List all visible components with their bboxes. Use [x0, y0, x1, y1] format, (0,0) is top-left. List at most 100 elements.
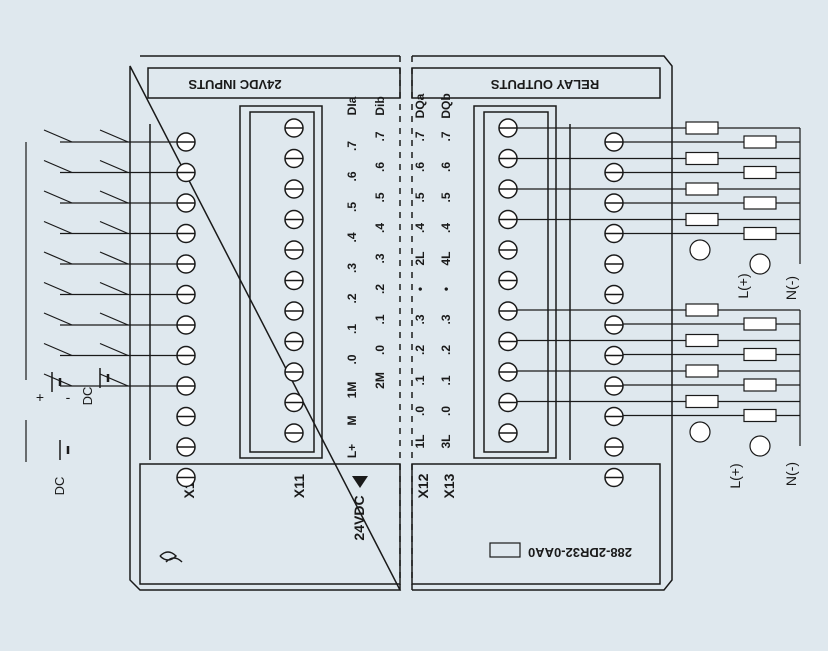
switch-contact-2 [43, 190, 73, 204]
module-housing [129, 55, 673, 591]
load-b-2 [743, 196, 777, 210]
x13-row-label-4: .4 [439, 223, 453, 233]
arrow-icon [352, 476, 368, 488]
terminal-label-x13: X13 [441, 473, 457, 498]
x10-row-label-4: .4 [373, 223, 387, 233]
x13-row-label-2: .6 [439, 162, 453, 172]
x12-row-label-9: .1 [413, 375, 427, 385]
terminal-label-x11: X11 [291, 474, 307, 498]
ac-source-upper-b [749, 253, 771, 275]
switch-contact-b-2 [99, 190, 129, 204]
switch-contact-8 [43, 373, 73, 387]
minus-sign: - [66, 389, 71, 405]
terminal-label-x12: X12 [415, 473, 431, 498]
load-c-3 [685, 394, 719, 409]
plus-sign: + [36, 389, 44, 405]
x10-row-label-9: 2M [373, 372, 387, 389]
load-a-1 [685, 151, 719, 166]
switch-contact-4 [43, 251, 73, 265]
n-minus-lower: N(-) [783, 462, 799, 486]
switch-contact-b-8 [99, 373, 129, 387]
switch-contact-b-5 [99, 281, 129, 296]
switch-contact-3 [43, 220, 73, 235]
x11-row-label-0: .7 [345, 141, 359, 151]
x11-row-label-5: .2 [345, 293, 359, 303]
x11-row-label-2: .5 [345, 202, 359, 212]
load-c-1 [685, 333, 719, 348]
x13-row-label-6: • [439, 287, 453, 291]
switch-contact-b-4 [99, 251, 129, 265]
part-number: 288-2DR32-0AA0 [528, 545, 632, 560]
load-b-0 [743, 135, 777, 149]
x11-row-label-9: M [345, 416, 359, 426]
ac-source-lower-a [689, 421, 711, 443]
load-b-1 [743, 165, 777, 180]
l-plus-upper: L(+) [735, 273, 751, 298]
l-plus-lower: L(+) [727, 463, 743, 488]
x12-row-label-2: .6 [413, 162, 427, 172]
x13-row-label-1: .7 [439, 131, 453, 141]
load-d-0 [743, 317, 777, 331]
switch-contact-6 [43, 312, 73, 326]
x12-row-label-6: • [413, 287, 427, 291]
x12-row-label-3: .5 [413, 192, 427, 202]
switch-contact-b-7 [99, 342, 129, 357]
ac-source-upper-a [689, 239, 711, 261]
switch-contact-b-0 [99, 129, 129, 143]
switch-contact-1 [43, 159, 73, 174]
outputs-header: RELAY OUTPUTS [490, 77, 599, 92]
x10-row-label-8: .0 [373, 345, 387, 355]
x13-row-label-7: .3 [439, 314, 453, 324]
n-minus-upper: N(-) [783, 276, 799, 300]
x12-row-label-11: 1L [413, 434, 427, 448]
x12-row-label-7: .3 [413, 314, 427, 324]
x12-row-label-0: DQa [413, 93, 427, 118]
x13-row-label-3: .5 [439, 192, 453, 202]
x13-row-label-8: .2 [439, 345, 453, 355]
switch-contact-5 [43, 281, 73, 296]
x13-row-label-10: .0 [439, 406, 453, 416]
x13-row-label-9: .1 [439, 375, 453, 385]
x10-row-label-1: .7 [373, 131, 387, 141]
x12-row-label-4: .4 [413, 223, 427, 233]
x10-row-label-6: .2 [373, 284, 387, 294]
inputs-header: 24VDC INPUTS [188, 77, 282, 92]
x12-row-label-10: .0 [413, 406, 427, 416]
x11-row-label-10: L+ [345, 444, 359, 458]
load-d-3 [743, 408, 777, 423]
x11-row-label-8: 1M [345, 382, 359, 399]
x13-row-label-0: DQb [439, 93, 453, 118]
load-c-0 [685, 303, 719, 317]
x12-row-label-8: .2 [413, 345, 427, 355]
siemens-logo-icon [159, 551, 183, 563]
ce-mark-icon [489, 542, 521, 558]
x12-row-label-5: 2L [413, 251, 427, 265]
dia-label: DIa [345, 96, 359, 115]
load-b-3 [743, 226, 777, 241]
load-c-2 [685, 364, 719, 378]
x11-row-label-3: .4 [345, 232, 359, 242]
switch-contact-7 [43, 342, 73, 357]
switch-contact-b-6 [99, 312, 129, 326]
x11-row-label-6: .1 [345, 324, 359, 334]
load-d-2 [743, 378, 777, 392]
x12-row-label-1: .7 [413, 131, 427, 141]
x10-row-label-3: .5 [373, 192, 387, 202]
x10-row-label-7: .1 [373, 314, 387, 324]
load-d-1 [743, 347, 777, 362]
x11-row-label-1: .6 [345, 171, 359, 181]
ac-source-lower-b [749, 435, 771, 457]
x13-row-label-11: 3L [439, 434, 453, 448]
switch-contact-b-1 [99, 159, 129, 174]
switch-contact-0 [43, 129, 73, 143]
load-a-3 [685, 212, 719, 227]
label-24vdc: 24VDC [351, 495, 367, 540]
load-a-0 [685, 121, 719, 135]
x10-row-label-0: Dib [373, 96, 387, 115]
x10-row-label-2: .6 [373, 162, 387, 172]
x11-row-label-4: .3 [345, 263, 359, 273]
dc-label-lower: DC [52, 477, 67, 496]
dc-label-upper: DC [80, 387, 95, 406]
x10-row-label-5: .3 [373, 253, 387, 263]
